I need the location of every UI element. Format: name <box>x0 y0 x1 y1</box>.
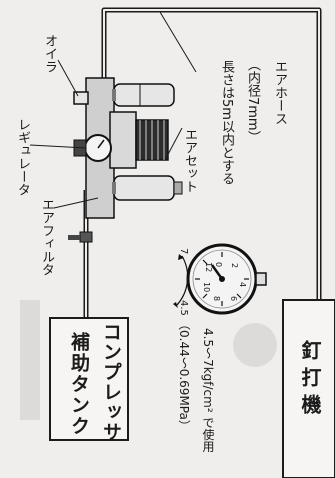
tank-label: 補助タンク <box>68 332 90 437</box>
hose-title: エアホース <box>272 60 287 125</box>
nailer-box <box>282 299 335 478</box>
pressure-range-label: 4.5～7kgf/cm² で使用 <box>201 328 215 453</box>
dial-number-10: 10 <box>202 282 211 293</box>
dial-number-2: 2 <box>230 263 239 269</box>
background-watermark <box>20 300 277 420</box>
gauge-range-high: 7 <box>178 248 189 255</box>
dial-number-6: 6 <box>229 296 238 302</box>
dial-number-8: 8 <box>212 296 221 302</box>
air-filter-label: エアフィルタ <box>39 198 54 276</box>
air-set-unit <box>73 77 183 219</box>
dial-number-0: 0 <box>214 262 223 268</box>
hose-length: 長さは5m以内とする <box>219 60 234 185</box>
regulator-label: レギュレータ <box>15 118 30 196</box>
leader-lines <box>29 11 197 209</box>
drain-valve <box>68 231 93 243</box>
dial-number-4: 4 <box>238 282 247 288</box>
pressure-gauge <box>173 243 267 315</box>
nailer-label: 釘 打 機 <box>298 340 322 414</box>
pressure-mpa-label: （0.44～0.69MPa） <box>177 318 191 432</box>
hose-diameter: （内径7mm） <box>245 58 260 144</box>
oiler-label: オイラ <box>42 34 57 73</box>
dial-number-12: 12 <box>204 262 213 273</box>
gauge-range-low: 4.5 <box>178 300 189 316</box>
compressor-box <box>49 317 129 441</box>
air-set-label: エアセット <box>182 128 197 193</box>
compressor-label: コンプレッサ <box>100 322 122 442</box>
